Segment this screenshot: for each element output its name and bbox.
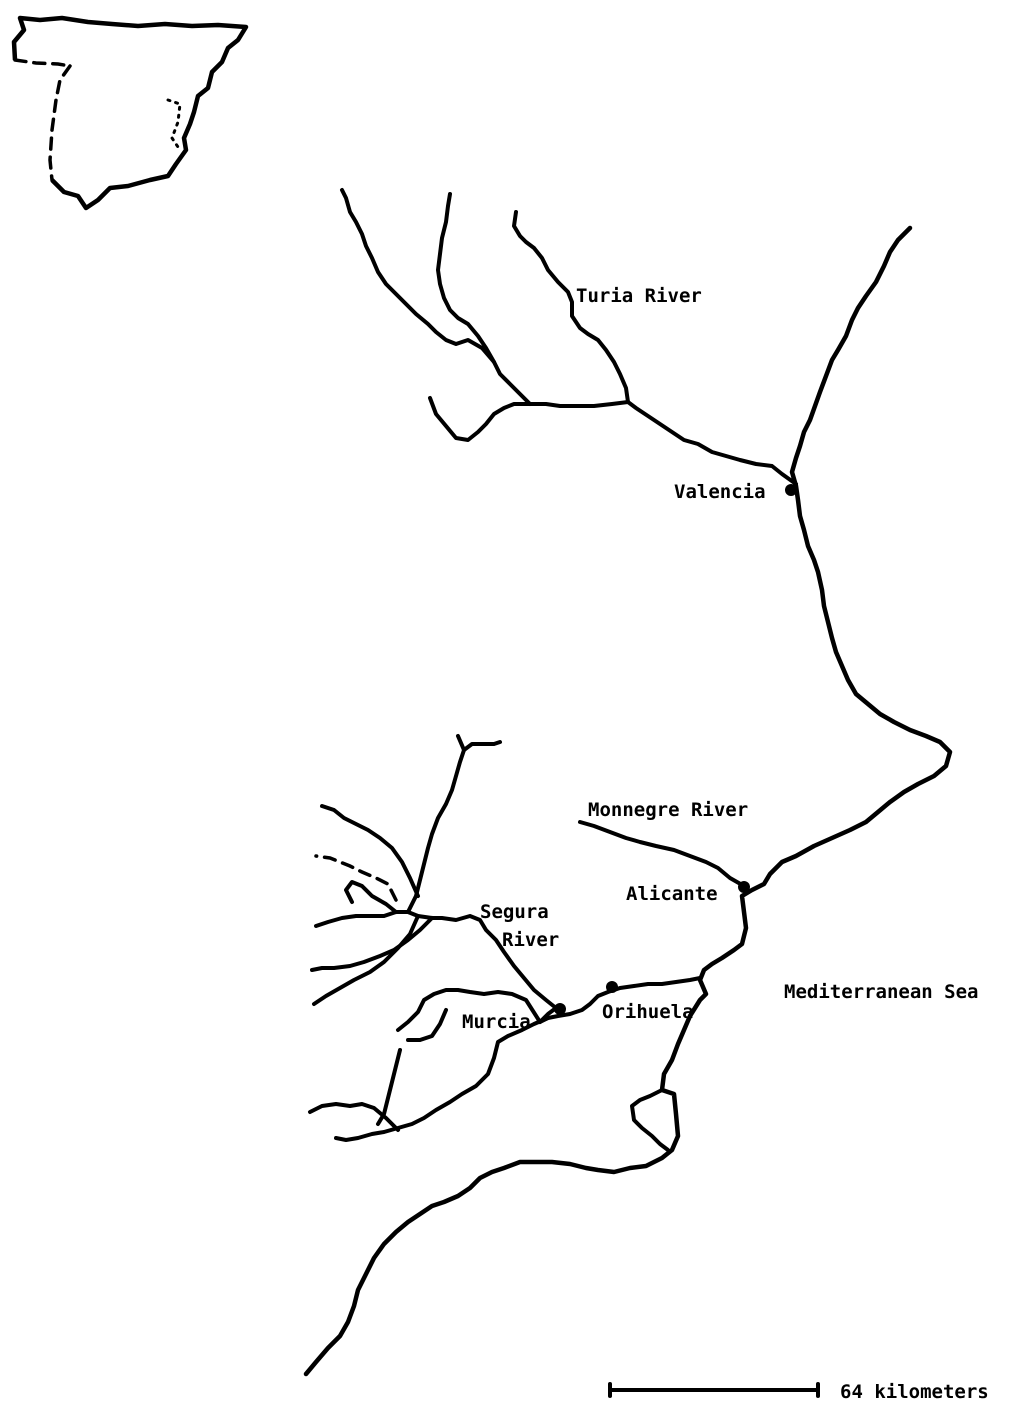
label-segura-line1: Segura [480,901,549,923]
city-marker-valencia [785,484,797,496]
city-marker-alicante [738,881,750,893]
label-mediterranean-sea: Mediterranean Sea [784,981,978,1003]
label-turia-river: Turia River [576,285,702,307]
coastline [303,225,953,1377]
label-valencia: Valencia [674,481,766,503]
label-murcia: Murcia [462,1011,531,1033]
segura-river-system [308,734,702,1142]
city-marker-murcia [554,1003,566,1015]
spain-inset-map [11,15,249,211]
label-monnegre-river: Monnegre River [588,799,748,821]
monnegre-river [578,820,746,888]
label-orihuela: Orihuela [602,1001,694,1023]
turia-river-system [340,188,798,486]
scale-bar: 64 kilometers [608,1381,989,1403]
map-labels: Turia River Valencia Monnegre River Alic… [462,285,978,1033]
city-markers [554,484,797,1015]
label-segura-line2: River [502,929,559,951]
label-alicante: Alicante [626,883,718,905]
scale-bar-label: 64 kilometers [840,1381,989,1403]
city-marker-orihuela [606,981,618,993]
